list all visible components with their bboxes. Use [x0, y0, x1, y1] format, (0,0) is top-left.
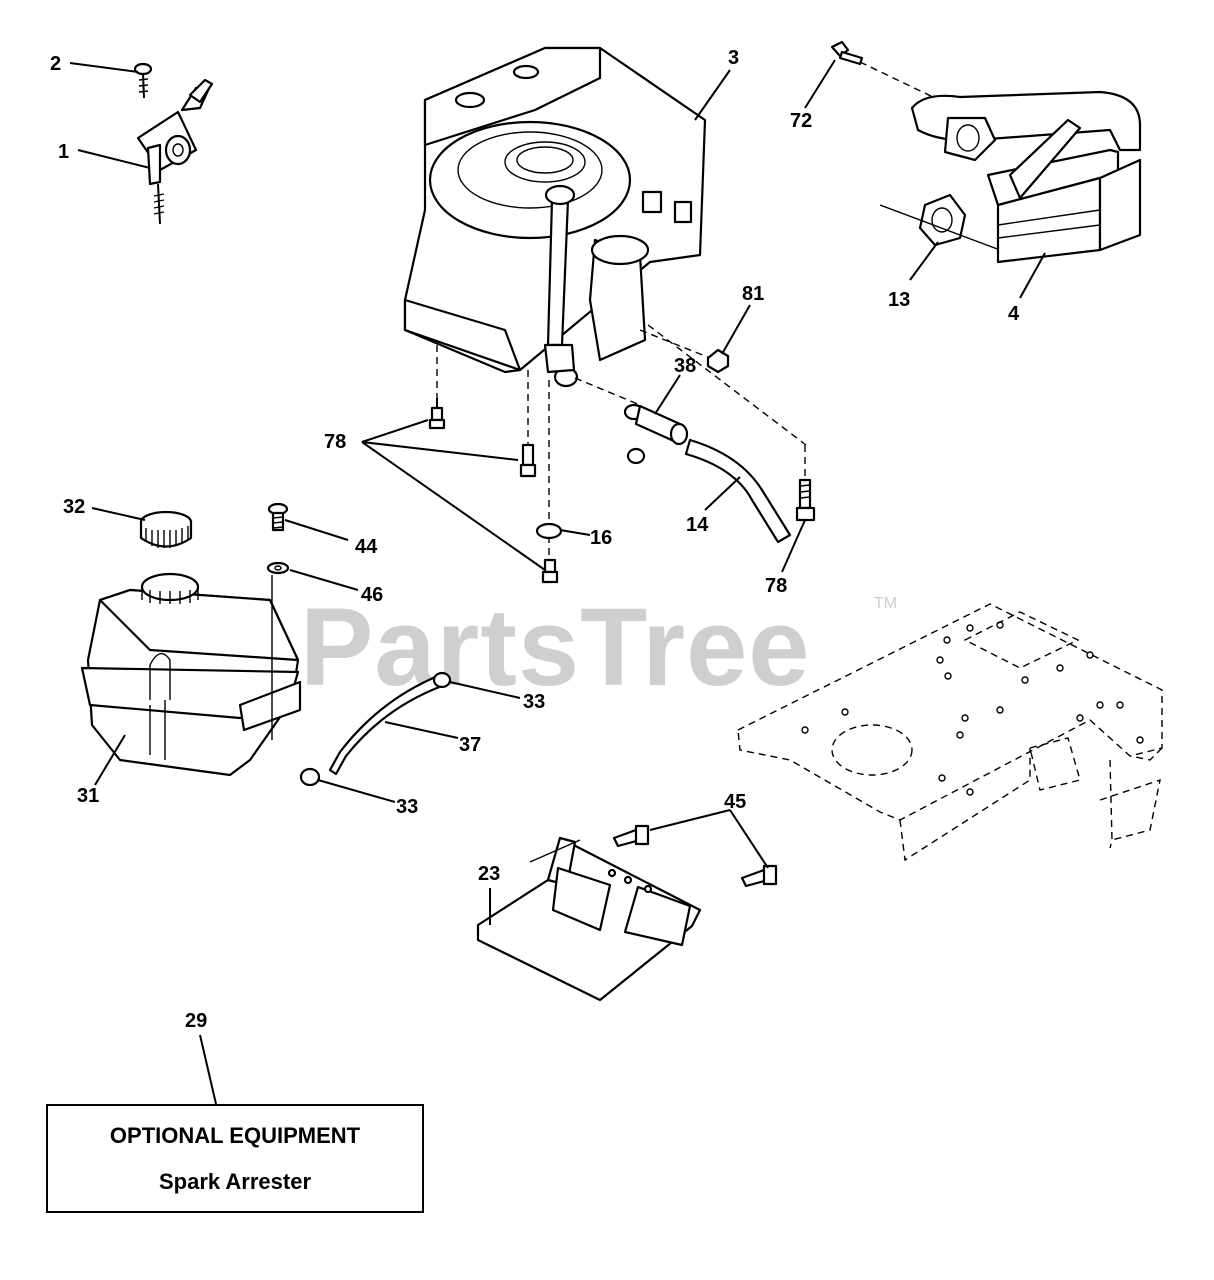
muffler-bolt-part[interactable] — [830, 40, 864, 66]
callout-33-top: 33 — [523, 691, 545, 713]
callout-labels: 2 1 3 72 13 4 81 38 78 16 14 78 32 44 46… — [50, 47, 1020, 1032]
engine-bolt-part[interactable] — [428, 398, 816, 584]
callout-32: 32 — [63, 496, 85, 518]
nut-part[interactable] — [706, 348, 730, 374]
watermark-trademark: TM — [874, 595, 897, 612]
optional-equipment-title: OPTIONAL EQUIPMENT — [109, 1122, 361, 1148]
callout-29: 29 — [185, 1010, 207, 1032]
gasket-part[interactable] — [918, 193, 967, 247]
callout-44: 44 — [355, 536, 378, 558]
tank-screw-part[interactable] — [266, 502, 290, 575]
chassis-frame-part — [737, 603, 1163, 862]
throttle-control-part[interactable] — [133, 62, 214, 225]
leader-lines — [69, 59, 1046, 1105]
callout-1: 1 — [58, 141, 69, 163]
callout-72: 72 — [790, 110, 812, 132]
callout-81: 81 — [742, 283, 764, 305]
callout-78-left: 78 — [324, 431, 346, 453]
callout-45: 45 — [724, 791, 746, 813]
callout-38: 38 — [674, 355, 696, 377]
watermark-text: PartsTree — [300, 586, 810, 709]
muffler-part[interactable] — [910, 90, 1142, 264]
fuel-cap-part[interactable] — [139, 510, 193, 548]
fuel-line-part[interactable] — [684, 438, 792, 544]
heat-shield-part[interactable] — [476, 836, 702, 1002]
callout-37: 37 — [459, 734, 481, 756]
callout-2: 2 — [50, 53, 61, 75]
optional-equipment-box: OPTIONAL EQUIPMENT Spark Arrester — [46, 1104, 424, 1213]
spark-arrester-label: Spark Arrester — [158, 1168, 312, 1194]
callout-78-right: 78 — [765, 575, 787, 597]
callout-14: 14 — [686, 514, 709, 536]
callout-46: 46 — [361, 584, 383, 606]
washer-part[interactable] — [535, 522, 563, 540]
fuel-filter-part[interactable] — [623, 403, 689, 465]
callout-3: 3 — [728, 47, 739, 69]
engine-part[interactable] — [403, 46, 707, 388]
fuel-tank-part[interactable] — [80, 572, 302, 777]
fuel-hose-part[interactable] — [299, 671, 452, 787]
shield-bolt-part[interactable] — [612, 824, 778, 888]
callout-23: 23 — [478, 863, 500, 885]
callout-31: 31 — [77, 785, 99, 807]
callout-33-bottom: 33 — [396, 796, 418, 818]
callout-16: 16 — [590, 527, 612, 549]
callout-4: 4 — [1008, 303, 1020, 325]
callout-13: 13 — [888, 289, 910, 311]
